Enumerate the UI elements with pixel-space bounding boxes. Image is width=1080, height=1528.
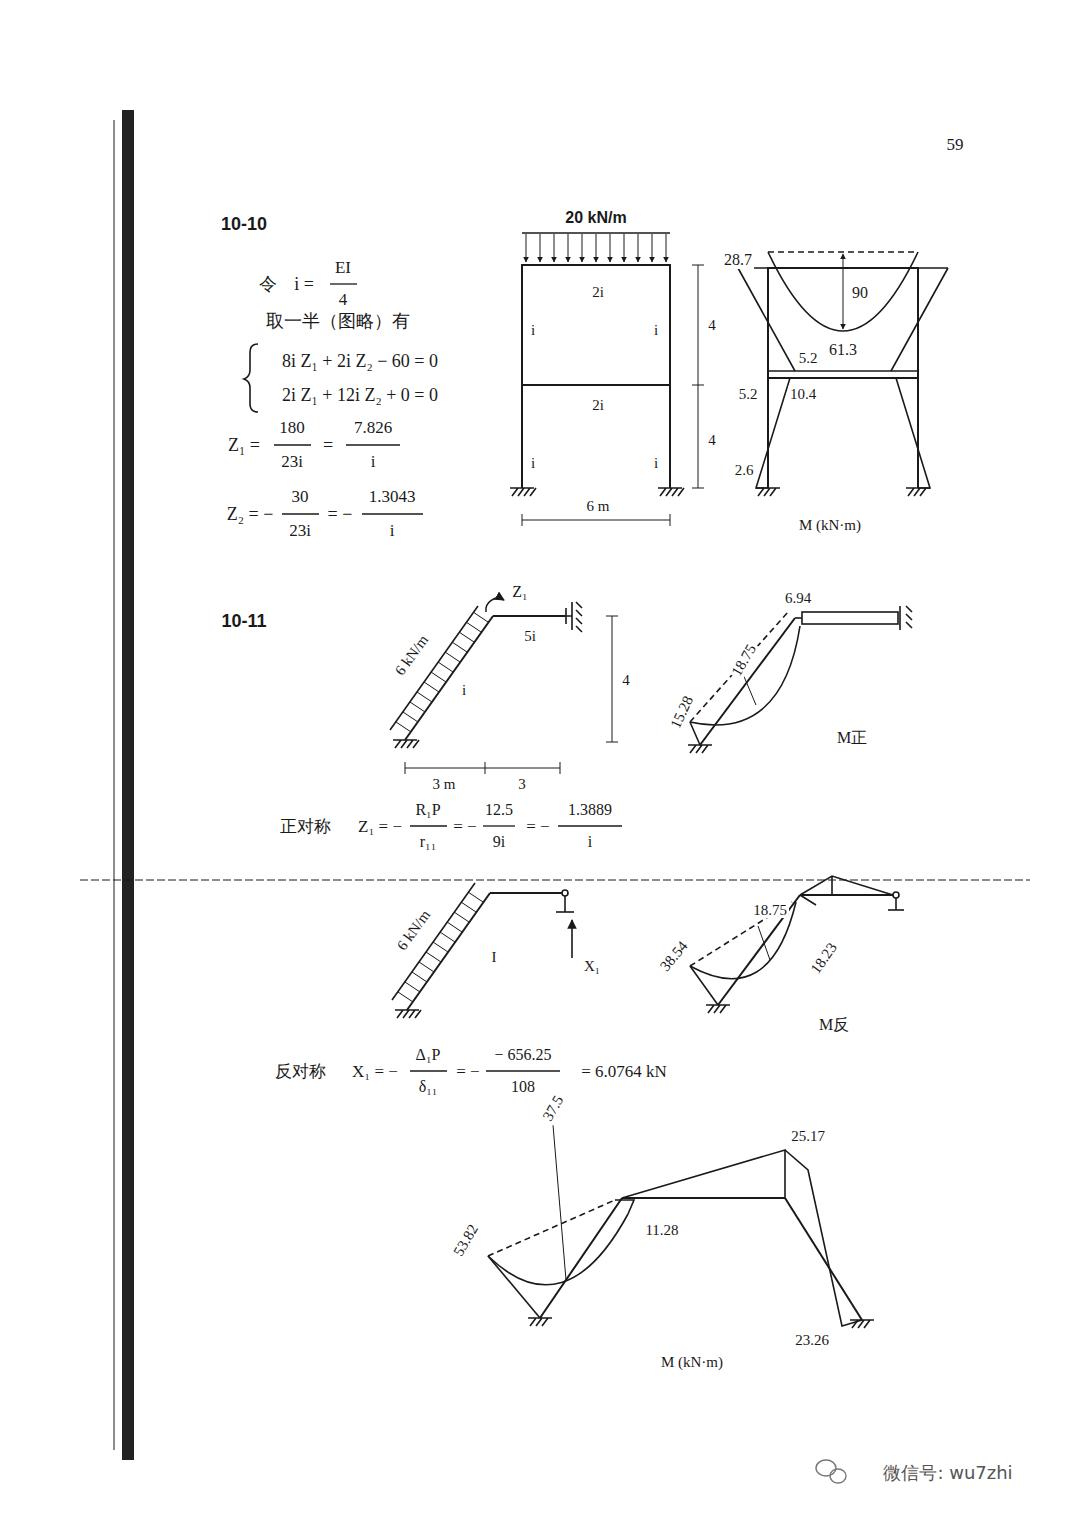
problem-number: 10-11 [219,612,268,632]
annotation-label: i = [292,275,316,295]
annotation-label: Z₁ [510,583,529,601]
annotation-label: 9i [491,833,507,851]
annotation-label: 11.28 [643,1222,680,1239]
annotation-label: 23.26 [793,1332,831,1349]
annotation-label: 5.2 [797,350,820,367]
annotation-label: Z₁ = − [356,818,404,837]
annotation-label: M正 [835,729,869,747]
annotation-label: 4 [337,291,350,310]
annotation-label: = 6.0764 kN [579,1063,669,1082]
watermark-text: 微信号: wu7zhi [881,1463,1014,1483]
fraction-bars [274,284,622,1071]
annotation-label: 20 kN/m [563,209,628,227]
annotation-label: = [321,436,335,456]
annotation-label: 90 [850,284,870,302]
annotation-label: Δ₁P [414,1046,443,1064]
annotation-label: 反对称 [273,1063,328,1082]
annotation-label: 12.5 [483,801,515,819]
annotation-label: 正对称 [278,818,333,837]
structure-10-11 [390,598,618,774]
moment-diagram-antisymmetric [690,876,904,1013]
annotation-label: = − [326,505,355,525]
annotation-label: i [388,522,397,541]
annotation-label: 4 [706,317,718,334]
annotation-label: 37.5 [538,1091,567,1125]
problem-number: 10-10 [219,215,269,235]
annotation-label: i [529,455,537,472]
annotation-label: Z₁ = [226,436,262,456]
annotation-label: M (kN·m) [797,517,863,534]
annotation-label: 3 m [431,776,458,793]
binding-bar [122,110,134,1460]
annotation-label: EI [333,259,353,278]
annotation-label: 28.7 [722,251,754,269]
annotation-label: X₁ = − [350,1063,400,1082]
annotation-label: 4 [620,672,632,689]
annotation-label: 令 [257,275,279,295]
annotation-label: 108 [509,1078,537,1096]
annotation-label: = − [524,818,551,837]
annotation-label: 2i [590,284,606,301]
moment-diagram-symmetric [688,606,912,753]
brace [244,344,258,412]
annotation-label: 25.17 [789,1128,827,1145]
annotation-label: 6 kN/m [391,630,433,680]
annotation-label: R₁P [413,801,442,819]
annotation-label: 8i Z₁ + 2i Z₂ − 60 = 0 [280,352,440,372]
annotation-label: i [529,322,537,339]
annotation-label: i [652,322,660,339]
annotation-label: 61.3 [827,341,859,359]
annotation-label: 180 [277,419,307,438]
annotation-label: 2i [590,397,606,414]
annotation-label: 18.75 [751,902,789,919]
annotation-label: 5.2 [737,386,760,403]
annotation-label: i [652,455,660,472]
annotation-label: 2i Z₁ + 12i Z₂ + 0 = 0 [280,386,440,406]
frame-10-10 [510,233,704,526]
annotation-label: = − [454,1063,481,1082]
annotation-label: 3 [516,776,528,793]
binding-line [114,120,115,1450]
annotation-label: 取一半（图略）有 [264,312,412,332]
annotation-label: 30 [290,488,311,507]
annotation-label: 6 m [585,498,612,515]
final-moment-diagram [488,1125,874,1328]
annotation-label: 38.54 [656,936,693,976]
annotation-label: 23i [287,522,313,541]
moment-diagram-10-10 [738,252,948,496]
annotation-label: = − [451,818,478,837]
annotation-label: r₁₁ [418,833,438,851]
annotation-label: 6 kN/m [393,905,435,955]
divider-line [80,880,1030,881]
annotation-label: − 656.25 [492,1046,553,1064]
annotation-label: 2.6 [733,462,756,479]
structure-antisymmetric [392,883,574,1018]
annotation-label: Z₂ = − [225,505,276,525]
annotation-label: i [460,682,468,699]
annotation-label: I [490,949,499,966]
annotation-label: i [369,453,378,472]
watermark-icon [816,1460,846,1483]
annotation-label: 1.3889 [566,801,614,819]
annotation-label: M反 [817,1016,851,1034]
annotation-label: δ₁₁ [417,1078,440,1096]
annotation-label: 4 [706,432,718,449]
annotation-label: 1.3043 [367,488,418,507]
annotation-label: 18.75 [727,640,760,681]
annotation-label: 10.4 [788,386,818,403]
annotation-label: 53.82 [449,1220,482,1261]
annotation-label: 5i [522,628,538,645]
annotation-label: X₁ [582,958,602,975]
annotation-label: 18.23 [806,938,841,978]
annotation-label: i [586,833,594,851]
annotation-label: 15.28 [667,691,698,732]
annotation-label: 7.826 [352,419,394,438]
page-number: 59 [945,136,966,155]
annotation-label: 6.94 [783,590,813,607]
annotation-label: 23i [279,453,305,472]
annotation-label: M (kN·m) [659,1354,725,1371]
